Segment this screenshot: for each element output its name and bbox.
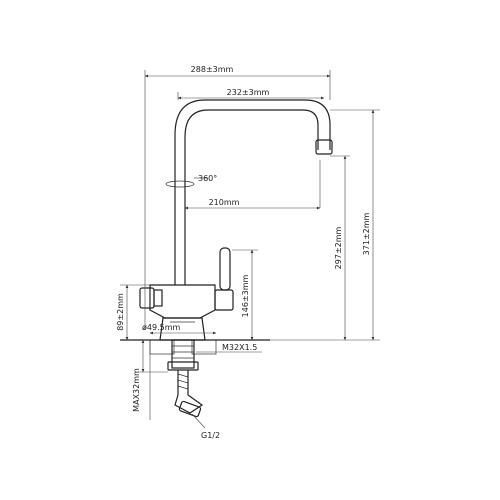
- faucet-outline: [139, 99, 333, 341]
- label-thread: M32X1.5: [222, 343, 257, 352]
- label-body-height: 89±2mm: [116, 293, 125, 331]
- label-overall-height: 371±2mm: [362, 212, 371, 255]
- label-base-diameter: ø49.5mm: [142, 323, 181, 332]
- dimension-lines: [120, 70, 380, 429]
- label-max-deck: MAX32mm: [132, 368, 141, 412]
- label-outlet-height: 297±2mm: [334, 226, 343, 269]
- mounting-assembly: [167, 339, 204, 418]
- label-overall-width: 288±3mm: [191, 65, 234, 74]
- label-hose-connection: G1/2: [201, 431, 220, 440]
- label-handle-height: 146±3mm: [241, 274, 250, 317]
- label-spout-reach: 232±3mm: [227, 88, 270, 97]
- label-rotation: 360°: [198, 174, 217, 183]
- label-spout-clearance: 210mm: [209, 198, 240, 207]
